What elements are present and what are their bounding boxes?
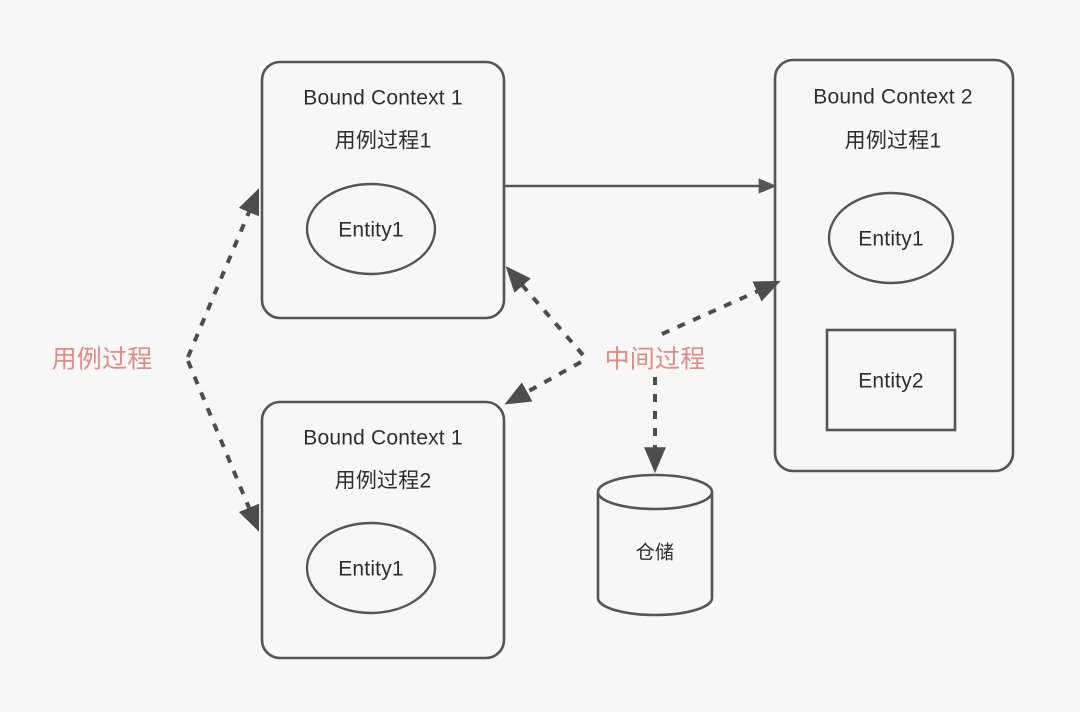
connector-usecase-to-bc1uc2 (186, 360, 260, 532)
entity-label-bc1-uc2-entity1: Entity1 (338, 557, 404, 581)
datastore-label: 仓储 (635, 542, 675, 564)
entity-label-bc2-uc1-entity2: Entity2 (858, 369, 924, 393)
annotation-use-case-process: 用例过程 (51, 345, 153, 374)
entity-label-bc1-uc1-entity1: Entity1 (338, 218, 404, 242)
context-title-bc1-uc2: Bound Context 1 (303, 426, 463, 450)
connector-usecase-to-bc1uc1 (186, 188, 260, 358)
context-subtitle-bc1-uc2: 用例过程2 (334, 469, 432, 493)
entity-ellipse-bc2-uc1-entity1[interactable] (827, 191, 955, 285)
entity-ellipse-bc1-uc1-entity1[interactable] (305, 182, 437, 276)
entity-label-bc2-uc1-entity1: Entity1 (858, 227, 924, 251)
entity-rect-bc2-uc1-entity2[interactable] (825, 328, 957, 432)
datastore-cylinder[interactable] (596, 473, 714, 617)
connector-intermediate-to-bc1uc2 (504, 360, 582, 405)
connector-intermediate-to-bc1uc1 (505, 266, 585, 357)
context-title-bc2-uc1: Bound Context 2 (813, 85, 973, 109)
context-subtitle-bc1-uc1: 用例过程1 (334, 129, 432, 153)
entity-ellipse-bc1-uc2-entity1[interactable] (305, 521, 437, 615)
context-subtitle-bc2-uc1: 用例过程1 (844, 129, 942, 153)
connector-intermediate-to-bc2uc1 (661, 280, 781, 336)
annotation-intermediate-process: 中间过程 (604, 345, 706, 374)
context-title-bc1-uc1: Bound Context 1 (303, 86, 463, 110)
